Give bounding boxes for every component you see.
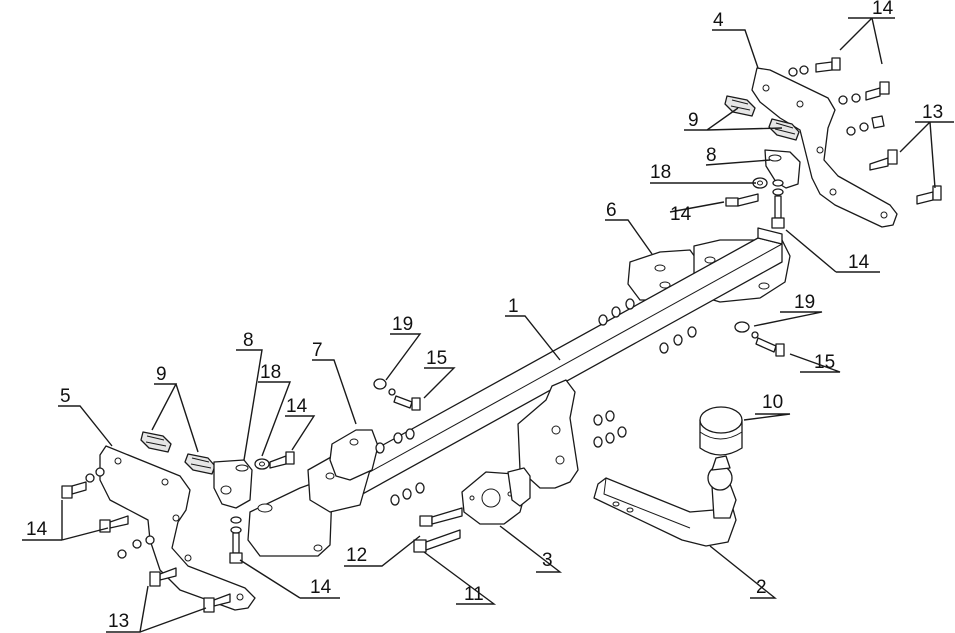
right-side-bracket [751,67,898,228]
bolt-11-lower [413,529,461,553]
callout-14-left-lower: 14 [26,519,48,540]
callout-2: 2 [756,577,767,598]
callout-labels: 14 4 9 13 8 18 14 6 14 1 19 15 19 15 8 7… [26,0,943,632]
leader-lines [22,17,954,633]
bracket-7 [329,429,379,481]
callout-15-left: 15 [426,348,447,369]
beam-fasteners [375,298,697,506]
callout-13-right: 13 [922,102,943,123]
callout-8-left: 8 [243,330,254,351]
right-vertical-bolt [771,179,785,229]
clamp-plate-left-upper [140,431,172,453]
left-spacer-washer [254,458,270,470]
ball-cap [699,406,743,456]
left-fasteners [61,467,231,613]
clamp-plate-left-lower [184,453,216,475]
callout-9-left: 9 [156,364,167,385]
left-bolt-15 [373,378,421,411]
socket-bracket [507,467,531,507]
callout-13-left: 13 [108,611,129,632]
callout-11: 11 [464,584,484,605]
callout-5: 5 [60,386,71,407]
left-vertical-bolt [229,516,243,564]
right-spacer-washer [752,177,768,189]
callout-7: 7 [312,340,323,361]
callout-18-right: 18 [650,162,671,183]
callout-14-top-right: 14 [872,0,894,19]
right-spacer-block [764,149,801,189]
callout-12: 12 [346,545,367,566]
callout-14-right-lower: 14 [848,252,870,273]
left-spacer-block [213,459,253,509]
callout-18-left: 18 [260,362,281,383]
callout-14-right-middle: 14 [670,204,692,225]
callout-4: 4 [713,10,724,31]
right-bolt-14 [725,193,759,207]
clamp-plate-right-upper [724,95,756,117]
callout-6: 6 [606,200,617,221]
callout-14-bottom: 14 [310,577,332,598]
callout-19-left: 19 [392,314,413,335]
callout-9-right: 9 [688,110,699,131]
bolt-11-upper [419,507,463,527]
callout-19-right: 19 [794,292,815,313]
left-side-bracket [99,445,256,611]
tow-ball-arm [593,455,737,547]
middle-flange [517,379,579,489]
right-bolt-15 [734,321,785,357]
callout-15-right: 15 [814,352,835,373]
left-bolt-14-upper [269,451,295,469]
callout-10: 10 [762,392,783,413]
callout-3: 3 [542,550,553,571]
clamp-plate-right-lower [768,118,800,141]
callout-8-right: 8 [706,145,717,166]
callout-1: 1 [508,296,519,317]
right-top-fasteners [788,57,942,205]
callout-14-left-upper: 14 [286,396,308,417]
